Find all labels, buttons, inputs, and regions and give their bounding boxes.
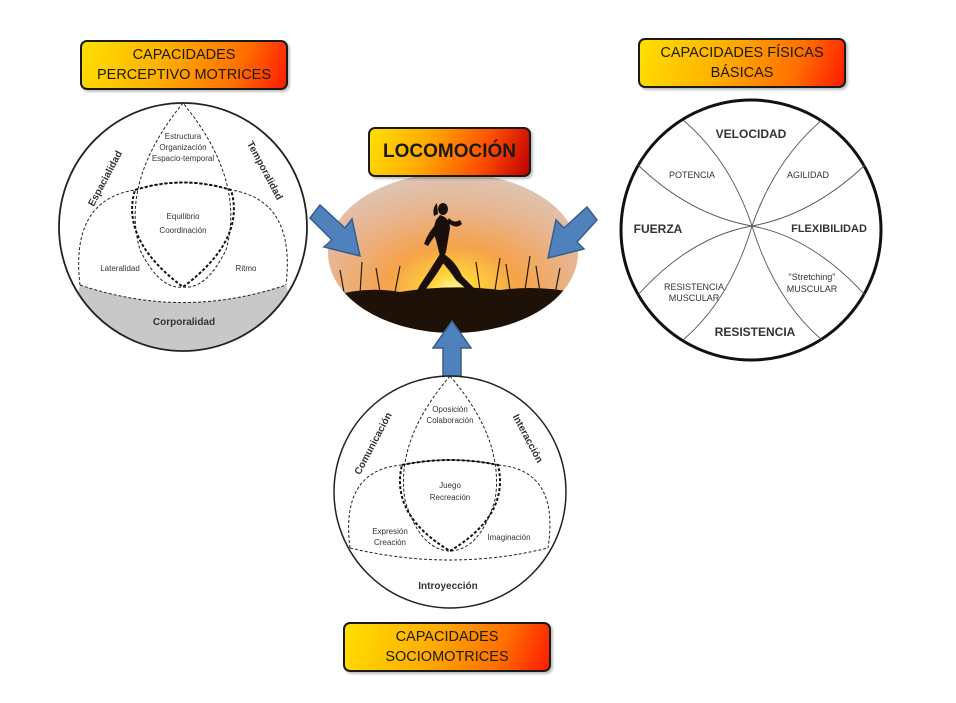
quadrant-stretching-1: "Stretching" bbox=[789, 272, 836, 282]
region-colaboracion: Colaboración bbox=[426, 416, 473, 425]
region-expresion: Expresión bbox=[372, 527, 408, 536]
region-creacion: Creación bbox=[374, 538, 406, 547]
axis-resistencia: RESISTENCIA bbox=[715, 325, 796, 339]
axis-velocidad: VELOCIDAD bbox=[716, 127, 787, 141]
title-sociomotrices: CAPACIDADES SOCIOMOTRICES bbox=[343, 622, 551, 672]
quadrant-agilidad: AGILIDAD bbox=[787, 170, 830, 180]
quadrant-potencia: POTENCIA bbox=[669, 170, 715, 180]
axis-fuerza: FUERZA bbox=[634, 222, 683, 236]
quadrant-resistencia-muscular-1: RESISTENCIA bbox=[664, 282, 724, 292]
corporalidad-region bbox=[59, 285, 307, 351]
title-fisicas-basicas-line2: BÁSICAS bbox=[710, 65, 774, 81]
title-locomocion: LOCOMOCIÓN bbox=[368, 127, 531, 177]
axis-flexibilidad: FLEXIBILIDAD bbox=[791, 223, 867, 235]
quadrant-resistencia-muscular-2: MUSCULAR bbox=[669, 293, 720, 303]
title-perceptivo-motrices: CAPACIDADES PERCEPTIVO MOTRICES bbox=[80, 40, 288, 90]
title-sociomotrices-line2: SOCIOMOTRICES bbox=[385, 649, 509, 665]
title-perceptivo-motrices-line1: CAPACIDADES bbox=[132, 47, 236, 63]
title-perceptivo-motrices-line2: PERCEPTIVO MOTRICES bbox=[96, 67, 272, 83]
region-equilibrio: Equilibrio bbox=[167, 212, 200, 221]
quadrant-stretching-2: MUSCULAR bbox=[787, 284, 838, 294]
region-estructura: Estructura bbox=[165, 132, 202, 141]
title-locomocion-text: LOCOMOCIÓN bbox=[383, 141, 516, 162]
region-ritmo: Ritmo bbox=[236, 264, 257, 273]
label-corporalidad: Corporalidad bbox=[153, 317, 215, 328]
region-recreacion: Recreación bbox=[430, 493, 470, 502]
region-lateralidad: Lateralidad bbox=[100, 264, 140, 273]
region-juego: Juego bbox=[439, 481, 461, 490]
label-introyeccion: Introyección bbox=[418, 581, 477, 592]
title-fisicas-basicas-line1: CAPACIDADES FÍSICAS bbox=[660, 45, 824, 61]
title-sociomotrices-line1: CAPACIDADES bbox=[395, 629, 499, 645]
region-oposicion: Oposición bbox=[432, 405, 468, 414]
region-espacio-temporal: Espacio-temporal bbox=[152, 154, 214, 163]
runner-silhouette bbox=[412, 203, 476, 302]
region-imaginacion: Imaginación bbox=[487, 533, 530, 542]
region-organizacion: Organización bbox=[159, 143, 206, 152]
title-fisicas-basicas: CAPACIDADES FÍSICAS BÁSICAS bbox=[638, 38, 846, 88]
region-coordinacion: Coordinación bbox=[159, 226, 206, 235]
